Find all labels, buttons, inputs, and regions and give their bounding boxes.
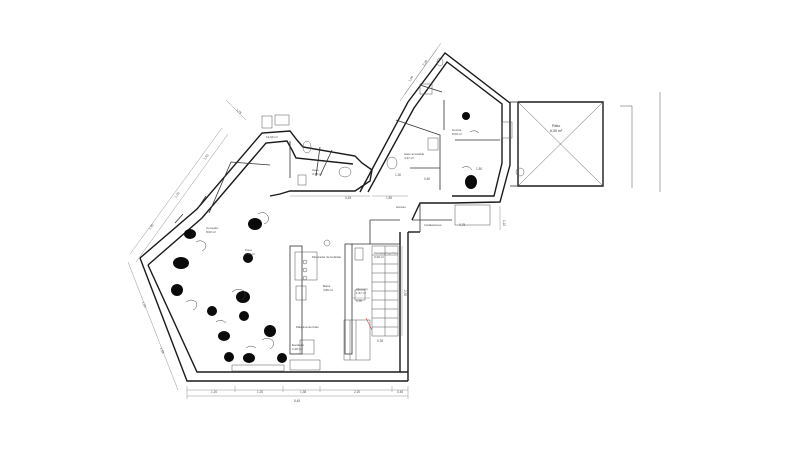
dim-bottom-total: 8,45 bbox=[294, 399, 300, 403]
dim-bottom-5: 0,45 bbox=[397, 390, 403, 394]
room-dining-name: Comedor bbox=[206, 226, 218, 230]
room-storage-area: 1,57 m² bbox=[356, 291, 366, 295]
dim-bottom-2: 1,20 bbox=[257, 390, 263, 394]
room-labels: Comedor 8,00 m² Zona 2,34 m² 13,90 m² As… bbox=[206, 124, 563, 351]
dim-bottom-3: 1,38 bbox=[300, 390, 306, 394]
room-bar-top-name: Mostrador de bebidas bbox=[312, 255, 342, 259]
people-outlines bbox=[185, 130, 480, 350]
dimension-labels: 1,20 1,20 1,38 2,20 0,45 8,45 1,90 1,05 … bbox=[141, 59, 506, 403]
dim-bottom-4: 2,20 bbox=[354, 390, 360, 394]
room-left-small-name: Zona bbox=[245, 248, 252, 252]
room-cold-name: Cámara frigorífica bbox=[374, 251, 398, 255]
room-dining-area: 8,00 m² bbox=[206, 230, 216, 234]
room-entrance-name: Acceso bbox=[396, 205, 406, 209]
room-left-small-area: 2,34 m² bbox=[245, 252, 255, 256]
dim-misc-10: 1,80 bbox=[476, 167, 482, 171]
dim-left-2: 1,05 bbox=[174, 191, 181, 199]
dim-top-3: 1,25 bbox=[235, 108, 242, 115]
outer-walls bbox=[139, 52, 661, 382]
dim-misc-1: 0,45 bbox=[345, 196, 351, 200]
seating-blobs bbox=[171, 112, 477, 363]
dimension-lines bbox=[127, 42, 501, 399]
room-left-top-area: 13,90 m² bbox=[266, 135, 278, 139]
dim-misc-2: 1,80 bbox=[386, 196, 392, 200]
dim-misc-9: 0,75 bbox=[459, 223, 465, 227]
room-kitchen-name: Cocina bbox=[452, 128, 462, 132]
fixtures bbox=[261, 57, 525, 355]
dim-top-1: 1,00 bbox=[408, 75, 415, 83]
room-toilet-top-name: Aseo bbox=[312, 168, 319, 172]
room-bar-name: Barra bbox=[323, 284, 331, 288]
dim-misc-5: 1,22 bbox=[502, 220, 506, 226]
room-kitchen-area: 8,00 m² bbox=[452, 132, 462, 136]
dim-misc-4: 0,90 bbox=[356, 299, 362, 303]
room-storage-name: Almacén bbox=[356, 287, 368, 291]
dim-left-4: 1,20 bbox=[141, 301, 147, 308]
interior-partitions bbox=[174, 84, 500, 372]
dim-misc-8: 0,60 bbox=[424, 177, 430, 181]
room-patio-name: Patio bbox=[552, 124, 560, 128]
room-toilet-top-area: 3,38 m² bbox=[312, 172, 322, 176]
room-stair-area: 2,28 m² bbox=[292, 347, 302, 351]
room-patio-area: 6,30 m² bbox=[550, 129, 563, 133]
room-machine-name: Máquina de hielo bbox=[296, 325, 319, 329]
stair-treads bbox=[371, 245, 399, 337]
dim-misc-6: 0,35 bbox=[377, 339, 383, 343]
dim-misc-3: 2,35 bbox=[403, 290, 407, 296]
room-bar-area: 4,86 m² bbox=[323, 288, 333, 292]
room-small-note: Instalaciones bbox=[424, 223, 442, 227]
dim-misc-7: 1,30 bbox=[395, 173, 401, 177]
dim-top-2: 2,20 bbox=[422, 59, 429, 67]
dim-left-5: 1,38 bbox=[159, 347, 165, 354]
room-cold-area: 3,20 m² bbox=[374, 255, 384, 259]
room-upper-name: Aseo accesible bbox=[404, 152, 425, 156]
dim-left-1: 1,90 bbox=[148, 223, 155, 231]
dim-left-3: 1,55 bbox=[203, 153, 210, 161]
room-stair-name: Escalera bbox=[292, 343, 304, 347]
room-upper-area: 4,37 m² bbox=[404, 156, 414, 160]
dim-bottom-1: 1,20 bbox=[211, 390, 217, 394]
